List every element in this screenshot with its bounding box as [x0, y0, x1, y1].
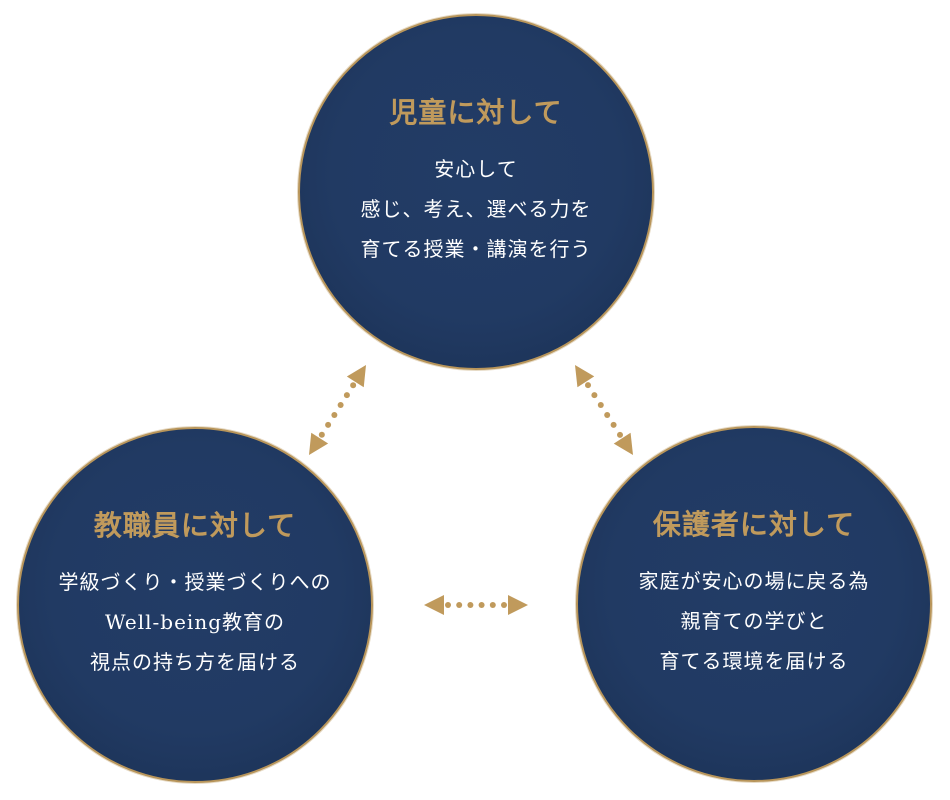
arrow-dot [489, 602, 496, 608]
node-parents: 保護者に対して 家庭が安心の場に戻る為 親育ての学びと 育てる環境を届ける [576, 426, 932, 782]
arrow-dot [585, 382, 592, 389]
node-text-line: 家庭が安心の場に戻る為 [638, 569, 870, 593]
arrow-dot [350, 382, 357, 389]
arrow-dot [478, 602, 485, 608]
node-text-line: 感じ、考え、選べる力を [360, 197, 592, 221]
arrow-dot [331, 411, 338, 418]
arrow-dot [597, 402, 604, 409]
arrow-dot [501, 602, 507, 608]
arrow-dot [325, 421, 332, 428]
node-text-line: Well-being教育の [104, 610, 286, 634]
node-title: 児童に対して [389, 96, 563, 129]
node-text-line: 親育ての学びと [680, 609, 828, 633]
node-children: 児童に対して 安心して 感じ、考え、選べる力を 育てる授業・講演を行う [298, 14, 654, 370]
arrow-staff-parents [424, 595, 528, 615]
arrowhead-start-icon [575, 365, 595, 388]
arrowhead-end-icon [508, 595, 528, 615]
arrow-dot [318, 431, 325, 438]
arrowhead-end-icon [613, 432, 633, 455]
arrow-children-staff [309, 365, 366, 455]
arrow-dot [456, 602, 463, 608]
node-text-line: 育てる授業・講演を行う [360, 237, 592, 261]
node-text-line: 安心して [434, 157, 518, 181]
node-text-line: 育てる環境を届ける [659, 649, 849, 673]
arrowhead-start-icon [346, 365, 366, 388]
arrow-dot [610, 421, 617, 428]
arrow-dot [616, 431, 623, 438]
arrow-dot [591, 392, 598, 399]
node-staff: 教職員に対して 学級づくり・授業づくりへの Well-being教育の 視点の持… [17, 427, 373, 783]
arrow-children-parents [575, 365, 633, 455]
arrow-dot [445, 602, 451, 608]
arrow-dot [604, 411, 611, 418]
arrowhead-start-icon [424, 595, 444, 615]
arrow-dot [343, 392, 350, 399]
node-text-line: 視点の持ち方を届ける [90, 650, 300, 674]
node-title: 保護者に対して [652, 508, 856, 541]
node-text-line: 学級づくり・授業づくりへの [58, 570, 332, 594]
arrow-dot [337, 402, 344, 409]
arrowhead-end-icon [309, 432, 329, 455]
arrow-dot [467, 602, 474, 608]
node-title: 教職員に対して [93, 509, 297, 542]
